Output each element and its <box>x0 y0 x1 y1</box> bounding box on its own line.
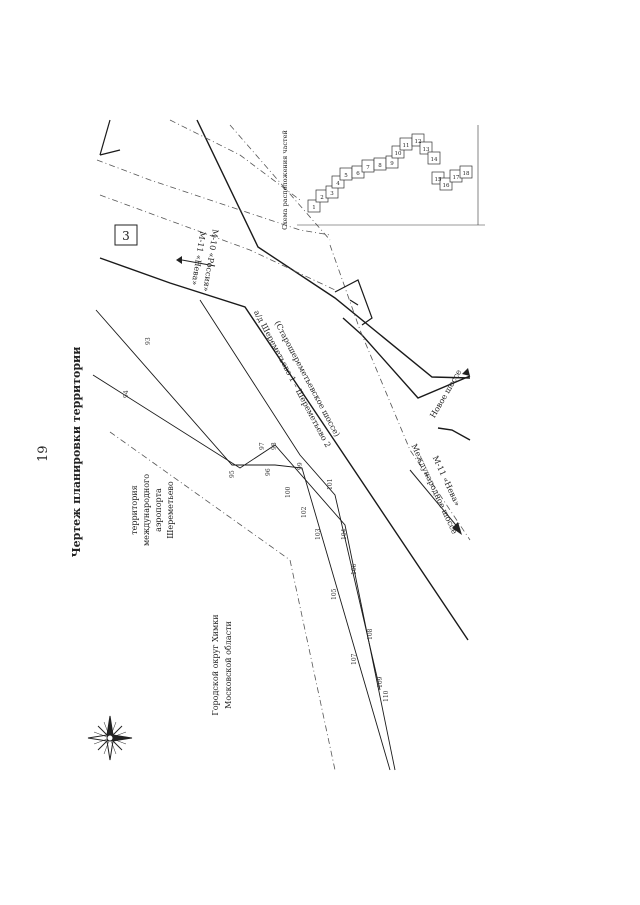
scheme-cell-label: 3 <box>330 191 334 197</box>
road-edge-left <box>99 257 469 641</box>
scheme-cell-label: 11 <box>403 143 410 149</box>
territory-line-4: Шереметьево <box>166 481 175 539</box>
district-line-1: Городской округ Химки <box>211 614 220 715</box>
boundary-line-c <box>199 299 381 691</box>
arrow-icon <box>462 368 470 376</box>
point-97: 97 <box>259 442 266 450</box>
map-title: Чертеж планировки территории <box>70 347 83 558</box>
scheme-cell-label: 12 <box>415 139 422 145</box>
scheme-cell-label: 2 <box>320 195 324 201</box>
scheme-cell-label: 13 <box>423 147 430 153</box>
point-102: 102 <box>301 506 308 518</box>
scheme-cell <box>307 199 321 213</box>
district-line-2: Московской области <box>224 621 233 709</box>
territory-line-3: аэропорта <box>154 488 163 532</box>
road-name-line-1: а/д Шереметьево 1 – Шереметьево 2 <box>252 309 332 449</box>
scheme-cell-label: 10 <box>395 151 402 157</box>
scheme-cell-label: 5 <box>344 173 348 179</box>
new-highway-edge <box>437 427 471 441</box>
road-edge-right <box>196 119 471 379</box>
planning-boundaries <box>92 299 396 771</box>
point-106: 106 <box>351 563 358 575</box>
top-corner-line-2 <box>99 149 121 156</box>
point-103: 103 <box>315 528 322 540</box>
road-direction-lower: Международное шоссе М-11 «Нева» <box>409 443 462 536</box>
territory-line-1: территория <box>130 485 139 534</box>
point-98: 98 <box>271 442 278 450</box>
district-label: Городской округ Химки Московской области <box>211 614 233 715</box>
scheme-title: Схема расположения частей <box>281 130 289 230</box>
scheme-cell-label: 1 <box>312 205 316 211</box>
scheme-cell-label: 8 <box>378 163 382 169</box>
dash-line-3 <box>229 124 331 241</box>
top-corner-line <box>99 119 111 156</box>
point-109: 109 <box>377 676 384 688</box>
point-94: 94 <box>123 390 130 398</box>
territory-label: территория международного аэропорта Шере… <box>130 474 175 546</box>
scheme-cell-label: 4 <box>336 181 340 187</box>
scheme-cell <box>459 165 473 179</box>
road-edge-lower <box>342 317 471 399</box>
point-107: 107 <box>351 653 358 665</box>
road-edges <box>99 119 471 641</box>
road-direction-upper: М-10 «Россия» М-11 «Нева» <box>176 229 220 292</box>
dash-line-1 <box>96 159 331 236</box>
location-scheme: Схема расположения частей <box>281 125 485 230</box>
compass-rose-icon <box>87 715 133 761</box>
zone-box: 3 <box>114 224 138 246</box>
scheme-cell-labels: 1 2 3 4 5 6 7 8 9 10 11 12 13 14 15 16 1… <box>312 139 470 211</box>
dash-line-6 <box>329 244 471 541</box>
dashed-lines <box>96 119 471 771</box>
point-96: 96 <box>265 468 272 476</box>
arrow-icon <box>176 256 182 264</box>
scheme-cell-label: 17 <box>453 175 460 181</box>
point-101: 101 <box>327 479 334 490</box>
point-105: 105 <box>331 588 338 600</box>
road-name: а/д Шереметьево 1 – Шереметьево 2 (Старо… <box>252 309 342 449</box>
scheme-cell-label: 6 <box>356 171 360 177</box>
point-labels: 93 94 95 96 97 98 99 100 101 102 103 104… <box>123 337 390 702</box>
point-100: 100 <box>285 486 292 498</box>
point-104: 104 <box>341 528 348 540</box>
scheme-cells <box>307 133 473 213</box>
road-name-line-2: (Старошереметьевское шоссе) <box>273 319 342 438</box>
zone-number: 3 <box>122 229 130 243</box>
scheme-cell-label: 18 <box>463 171 470 177</box>
new-highway-text: Новое шоссе <box>428 368 463 420</box>
point-110: 110 <box>383 690 390 702</box>
boundary-line-b <box>92 374 396 771</box>
arrow-icon <box>452 522 462 535</box>
scheme-cell <box>427 151 441 165</box>
new-highway-label: Новое шоссе <box>428 368 470 420</box>
dash-line-5 <box>109 431 336 771</box>
scheme-cell <box>439 177 453 191</box>
boundary-line-a <box>95 309 391 771</box>
scheme-cell-label: 15 <box>435 177 442 183</box>
dash-line-2 <box>169 119 301 201</box>
page-number: 19 <box>36 445 51 462</box>
scheme-cell-label: 16 <box>443 183 450 189</box>
dash-line-4 <box>99 194 336 291</box>
scheme-cell <box>419 141 433 155</box>
point-93: 93 <box>145 337 152 345</box>
territory-line-2: международного <box>142 474 151 546</box>
point-95: 95 <box>229 470 236 478</box>
point-99: 99 <box>297 462 304 470</box>
scheme-cell-label: 7 <box>366 165 370 171</box>
point-108: 108 <box>367 628 374 640</box>
scheme-cell-label: 9 <box>390 161 394 167</box>
junction-block <box>334 279 373 326</box>
scheme-cell-label: 14 <box>431 157 438 163</box>
